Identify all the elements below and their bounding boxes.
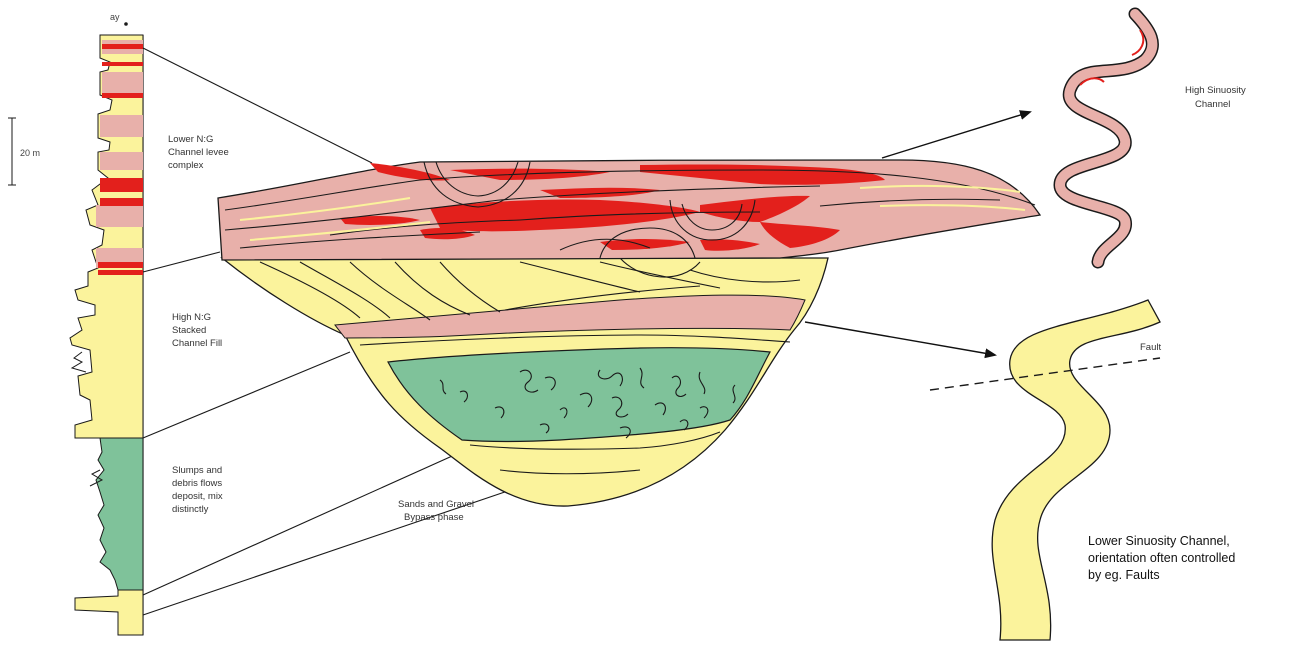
- arrow-to-low-sinuosity: [805, 322, 995, 355]
- label-upper-unit: Lower N:G Channel levee complex: [168, 134, 231, 171]
- scale-label: 20 m: [20, 148, 40, 158]
- scale-bar: 20 m: [8, 118, 40, 185]
- label-middle-unit: High N:G Stacked Channel Fill: [172, 312, 222, 349]
- log-top-label: ay: [110, 12, 120, 22]
- log-red-bed: [98, 270, 143, 275]
- label-fault: Fault: [1140, 342, 1161, 353]
- log-mud-bed: [102, 72, 143, 94]
- low-sinuosity-channel-body: [992, 300, 1160, 640]
- log-red-bed: [102, 93, 143, 98]
- log-red-bed: [102, 62, 143, 66]
- log-red-bed: [100, 178, 143, 192]
- label-low-sinuosity: Lower Sinuosity Channel, orientation oft…: [1088, 534, 1239, 582]
- channel-cross-section: [218, 160, 1040, 506]
- log-profile-green: [96, 438, 143, 590]
- label-base-unit: Sands and Gravel Bypass phase: [398, 499, 477, 523]
- arrow-to-high-sinuosity: [882, 112, 1030, 158]
- log-red-bed: [102, 44, 143, 49]
- sedimentary-log: ay 20 m: [8, 12, 143, 635]
- log-red-bed: [98, 262, 143, 268]
- log-mud-bed: [96, 205, 143, 227]
- low-sinuosity-channel-plan: [930, 300, 1160, 640]
- log-mud-bed: [100, 152, 143, 170]
- log-mud-bed: [100, 115, 143, 137]
- label-lower-unit: Slumps and debris flows deposit, mix dis…: [172, 465, 225, 515]
- log-profile-base: [75, 590, 143, 635]
- label-high-sinuosity: High Sinuosity Channel: [1185, 85, 1248, 110]
- log-red-bed: [100, 198, 143, 206]
- high-sinuosity-channel-plan: [1060, 14, 1152, 262]
